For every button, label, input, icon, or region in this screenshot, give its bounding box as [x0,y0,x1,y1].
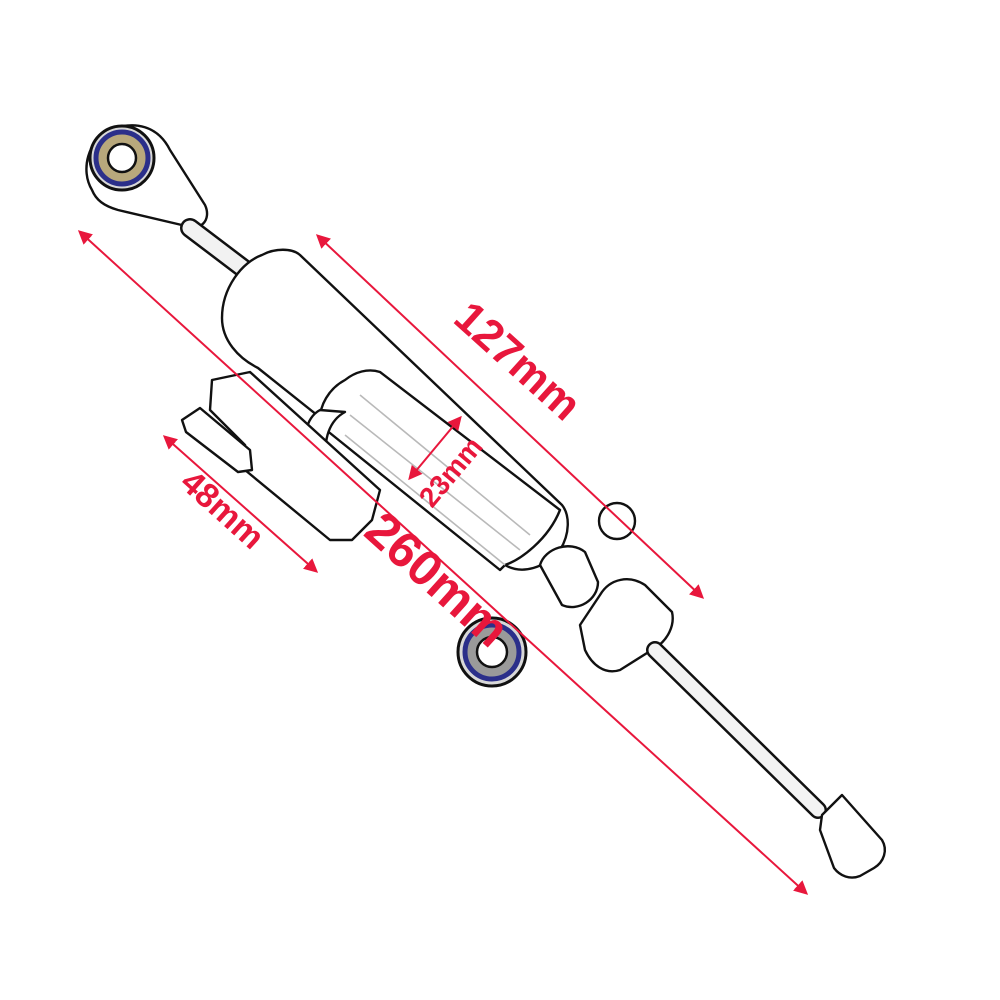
dimension-stroke [162,435,319,573]
lower-piston-rod [646,641,827,819]
top-eye-bearing [88,124,156,192]
adjuster-ring [597,501,637,541]
rod-end [818,793,886,879]
dimension-body-length [315,234,705,599]
dimension-diameter [408,415,462,481]
clamp-block [538,545,600,609]
label-body-length: 127mm [445,292,591,430]
